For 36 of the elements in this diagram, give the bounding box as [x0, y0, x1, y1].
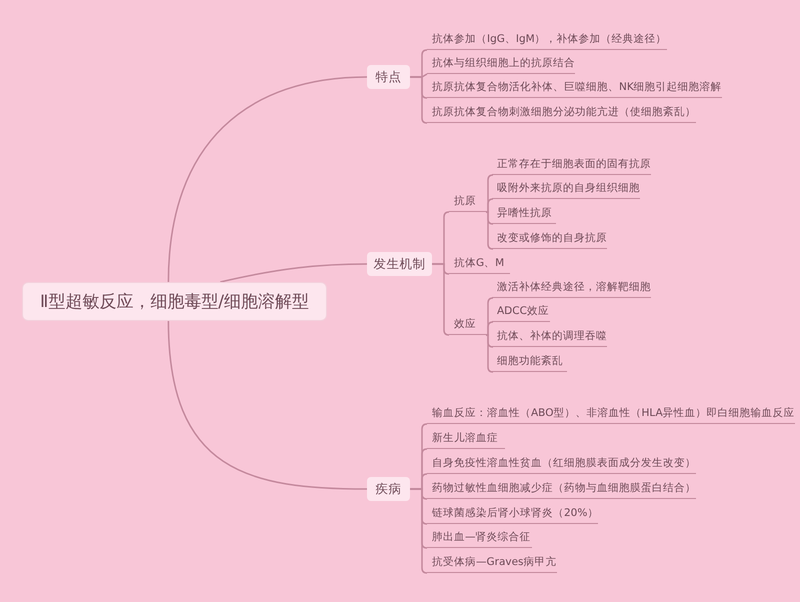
subtopic-text: 细胞功能紊乱: [492, 352, 567, 372]
subtopic-text: ADCC效应: [492, 302, 550, 322]
subtopic-text: 肺出血—肾炎综合征: [427, 528, 532, 548]
subtopic-text: 输血反应：溶血性（ABO型）、非溶血性（HLA异性血）即白细胞输血反应: [427, 404, 795, 424]
subtopic-text: 抗原: [449, 192, 486, 212]
topic-box: 发生机制: [367, 252, 432, 276]
subtopic-text: 改变或修饰的自身抗原: [492, 229, 607, 249]
connector-line: [486, 334, 494, 373]
subtopic-text: 激活补体经典途径，溶解靶细胞: [492, 278, 651, 298]
connector-line: [220, 263, 367, 283]
subtopic-text: 抗体与组织细胞上的抗原结合: [427, 54, 575, 74]
connector-line: [410, 488, 428, 574]
subtopic-text: 链球菌感染后肾小球肾炎（20%）: [427, 504, 598, 524]
subtopic-text: 异嗜性抗原: [492, 204, 556, 224]
subtopic-text: 抗原抗体复合物活化补体、巨噬细胞、NK细胞引起细胞溶解: [427, 78, 722, 98]
topic-box: 特点: [367, 65, 410, 89]
subtopic-text: 抗受体病—Graves病甲亢: [427, 553, 557, 573]
connector-line: [410, 76, 428, 124]
subtopic-text: 抗原抗体复合物刺激细胞分泌功能亢进（使细胞紊乱）: [427, 103, 696, 123]
topic-box: 疾病: [367, 477, 410, 501]
subtopic-text: 吸附外来抗原的自身组织细胞: [492, 179, 640, 199]
subtopic-text: 药物过敏性血细胞减少症（药物与血细胞膜蛋白结合）: [427, 479, 696, 499]
connector-line: [168, 320, 368, 490]
subtopic-text: 抗体G、M: [449, 254, 510, 274]
subtopic-text: 新生儿溶血症: [427, 429, 505, 449]
subtopic-text: 抗体、补体的调理吞噬: [492, 327, 607, 347]
central-topic: Ⅱ型超敏反应，细胞毒型/细胞溶解型: [22, 282, 327, 321]
subtopic-text: 自身免疫性溶血性贫血（红细胞膜表面成分发生改变）: [427, 454, 696, 474]
connector-line: [486, 198, 494, 213]
connector-line: [168, 76, 368, 282]
subtopic-text: 抗体参加（IgG、IgM），补体参加（经典途径）: [427, 30, 667, 50]
connector-line: [486, 211, 494, 250]
subtopic-text: 效应: [449, 315, 486, 335]
connector-line: [486, 321, 494, 336]
subtopic-text: 正常存在于细胞表面的固有抗原: [492, 155, 651, 175]
connector-line: [432, 263, 450, 336]
